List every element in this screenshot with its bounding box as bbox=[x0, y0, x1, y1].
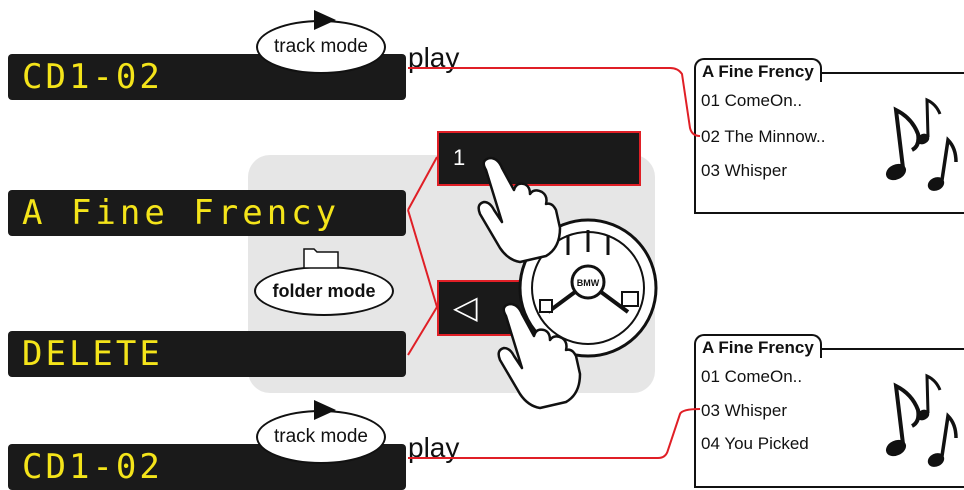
folder-mode-label: folder mode bbox=[272, 280, 376, 301]
playlist-top-item-3: 03 Whisper bbox=[701, 161, 787, 180]
lcd-text-artist: A Fine Frency bbox=[22, 193, 341, 233]
preset-button-label: 1 bbox=[453, 145, 466, 170]
playlist-bottom-item-2: 03 Whisper bbox=[701, 401, 787, 420]
playlist-bottom-item-3: 04 You Picked bbox=[701, 434, 809, 453]
connector-lines bbox=[407, 67, 701, 459]
steering-wheel-icon: BMW bbox=[518, 218, 658, 358]
lcd-display-artist: A Fine Frency bbox=[8, 190, 406, 236]
track-mode-label-bottom: track mode bbox=[274, 426, 368, 447]
lcd-text-top: CD1-02 bbox=[22, 57, 163, 97]
play-arrow-icon-top bbox=[314, 10, 336, 30]
playlist-title-top: A Fine Frency bbox=[694, 58, 822, 82]
track-mode-badge-bottom: track mode bbox=[256, 410, 386, 464]
playlist-top-item-1: 01 ComeOn.. bbox=[701, 91, 803, 110]
steering-logo: BMW bbox=[577, 278, 600, 288]
music-notes-icon-top bbox=[885, 97, 958, 191]
playlist-title-bottom: A Fine Frency bbox=[694, 334, 822, 358]
hand-pointer-icon-top bbox=[477, 156, 562, 264]
folder-icon bbox=[303, 248, 339, 269]
music-notes-icon-bottom bbox=[885, 373, 958, 467]
lcd-display-delete: DELETE bbox=[8, 331, 406, 377]
lcd-text-delete: DELETE bbox=[22, 334, 163, 374]
back-arrow-icon: ◁ bbox=[453, 289, 478, 325]
preset-button-1[interactable]: 1 bbox=[437, 131, 641, 186]
lcd-text-bottom: CD1-02 bbox=[22, 447, 163, 487]
playlist-top-item-2: 02 The Minnow.. bbox=[701, 127, 826, 146]
track-mode-label-top: track mode bbox=[274, 36, 368, 57]
hand-pointer-icon-bottom bbox=[497, 302, 582, 410]
folder-mode-badge: folder mode bbox=[254, 266, 394, 316]
playlist-bottom-item-1: 01 ComeOn.. bbox=[701, 367, 803, 386]
play-arrow-icon-bottom bbox=[314, 400, 336, 420]
